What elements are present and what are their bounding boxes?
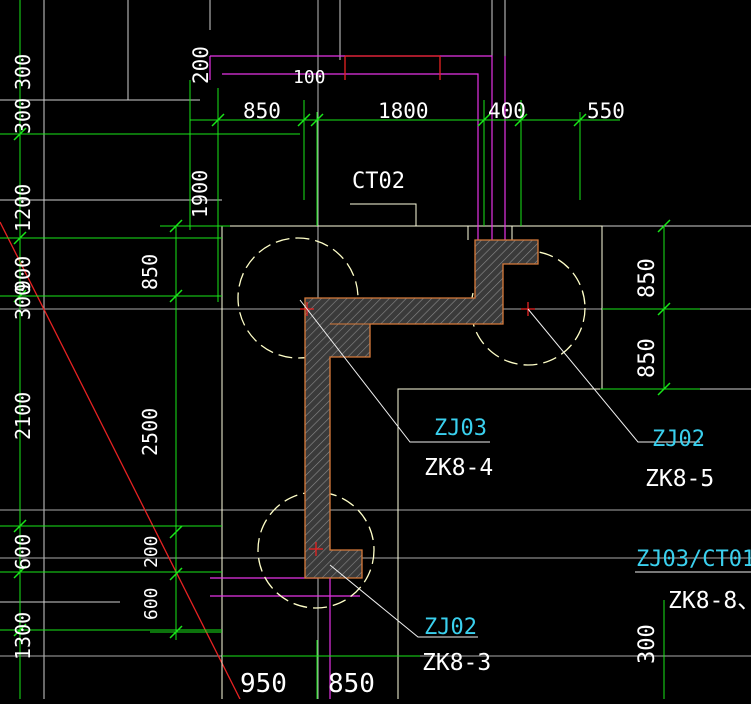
dim-tick (13, 519, 27, 533)
red-segments (344, 55, 441, 80)
zk8-5-label: ZK8-5 (645, 466, 714, 492)
dim-tick (13, 289, 27, 303)
zk8-4-label: ZK8-4 (424, 455, 493, 481)
dim-tick (310, 113, 324, 127)
dim-tick (573, 113, 587, 127)
dim-text-300-right: 300 (635, 624, 660, 664)
magenta-top-inner (222, 73, 479, 240)
leader-zj02-bottom (329, 564, 478, 638)
dim-tick (514, 113, 528, 127)
dim-text-left-900: 900 (11, 256, 35, 292)
dimension-ticks (13, 113, 671, 639)
zj02-right-label: ZJ02 (652, 427, 705, 452)
dim-text-850-inner: 850 (138, 254, 162, 290)
dim-text-950: 950 (240, 669, 287, 699)
dim-tick (211, 113, 225, 127)
dim-text-left-300c: 300 (11, 284, 35, 320)
zk8-8-label: ZK8-8、9 (668, 588, 751, 614)
dim-text-200-top: 200 (189, 46, 213, 84)
dim-tick (657, 382, 671, 396)
dim-text-200-inner: 200 (141, 535, 162, 568)
dim-text-left-300b: 300 (11, 98, 35, 134)
dim-text-850-bottom: 850 (328, 669, 375, 699)
leader-zj02-right (527, 308, 700, 443)
zj03-ct01-label: ZJ03/CT01 (636, 547, 751, 572)
dim-tick (13, 127, 27, 141)
dim-tick (169, 219, 183, 233)
dim-tick (13, 623, 27, 637)
dim-text-600-inner: 600 (141, 587, 162, 620)
bottom-dimension-text: 950 850 (240, 669, 375, 699)
dim-tick (13, 565, 27, 579)
dim-text-left-600: 600 (11, 534, 35, 570)
dim-tick (169, 625, 183, 639)
dim-tick (657, 219, 671, 233)
dim-text-left-300a: 300 (11, 54, 35, 90)
zk8-3-label: ZK8-3 (422, 650, 491, 676)
ct02-label: CT02 (352, 169, 405, 194)
dim-text-850-right-b: 850 (635, 338, 660, 378)
dim-text-400: 400 (488, 99, 526, 123)
dim-tick (657, 302, 671, 316)
dim-tick (169, 567, 183, 581)
magenta-top-outer (210, 55, 493, 240)
dim-tick (169, 525, 183, 539)
dim-tick (169, 289, 183, 303)
leader-zj03 (299, 299, 490, 443)
dim-text-850: 850 (243, 99, 281, 123)
dim-text-left-1300: 1300 (11, 612, 35, 660)
zj02-bottom-label: ZJ02 (424, 615, 477, 640)
left-edge-dimension-text: 300 300 1200 900 300 2100 600 1300 (11, 54, 35, 660)
dim-tick (477, 113, 491, 127)
dim-tick (13, 231, 27, 245)
ct02-leader (350, 203, 417, 226)
dim-text-left-2100: 2100 (11, 392, 35, 440)
zj03-label: ZJ03 (434, 416, 487, 441)
top-dimension-text: 850 1800 400 550 100 (243, 67, 625, 123)
dim-text-2500: 2500 (138, 408, 162, 456)
magenta-lines (209, 55, 506, 699)
dim-text-1900: 1900 (188, 170, 212, 218)
red-diagonal-line (0, 221, 241, 700)
inner-dimension-text: 1900 850 2500 200 600 (138, 170, 212, 620)
leader-lines (299, 299, 751, 638)
dim-tick (297, 113, 311, 127)
dim-text-100: 100 (293, 67, 326, 88)
dim-text-left-1200: 1200 (11, 184, 35, 232)
dim-text-550: 550 (587, 99, 625, 123)
shear-wall (304, 239, 539, 579)
dim-text-850-right-a: 850 (635, 258, 660, 298)
right-dimension-text: 850 850 300 (635, 258, 660, 664)
dim-text-1800: 1800 (378, 99, 429, 123)
